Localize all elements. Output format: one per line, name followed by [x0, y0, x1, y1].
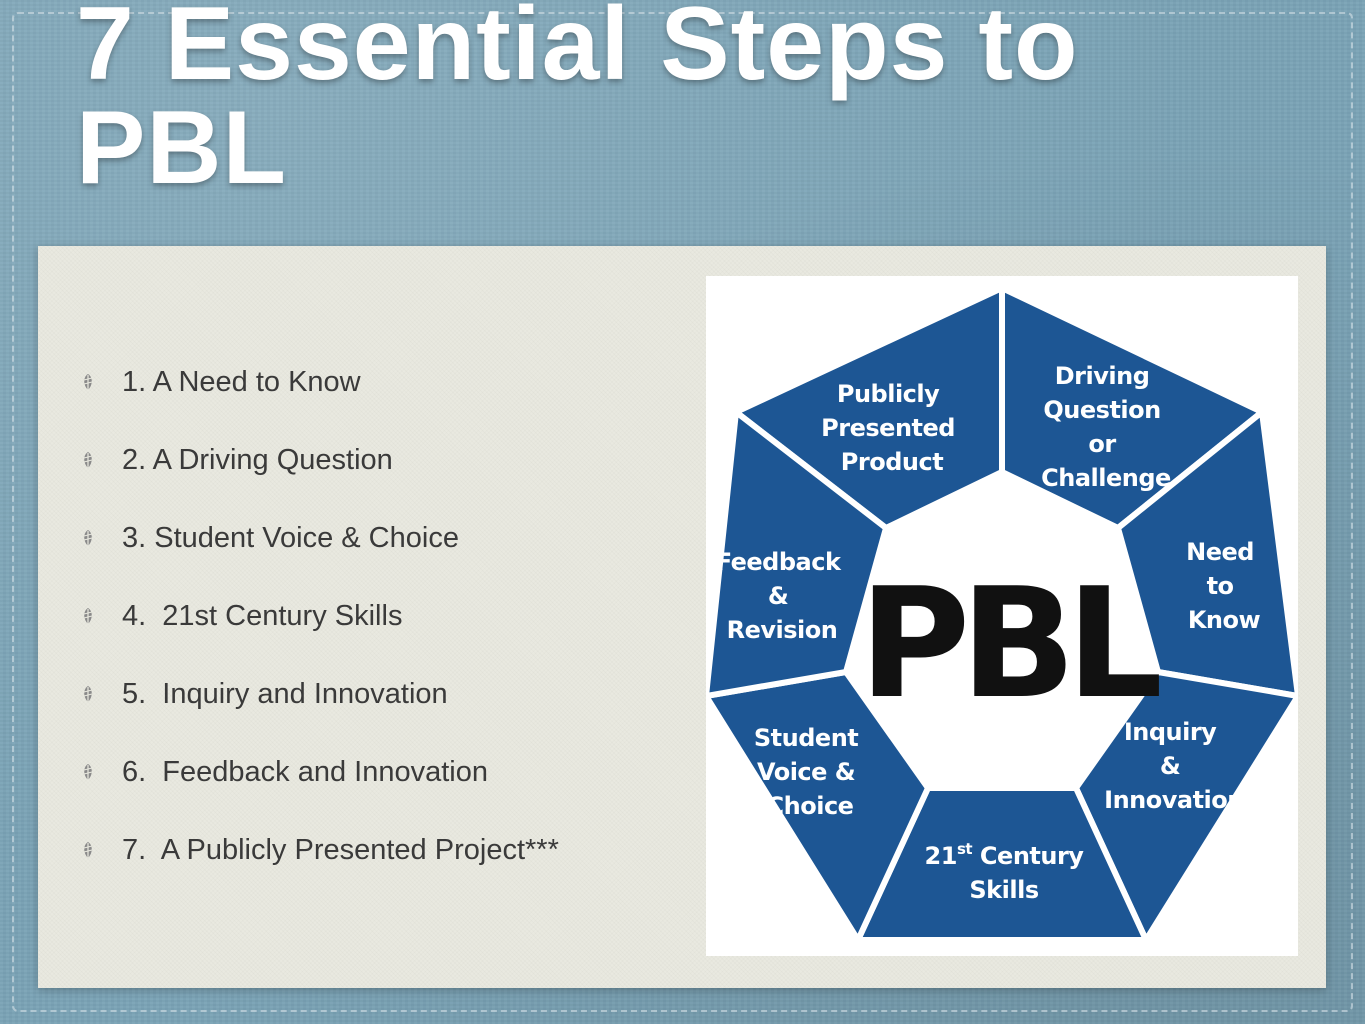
feather-bullet-icon	[83, 764, 93, 780]
bullet-item-1: 1. A Need to Know	[80, 360, 361, 438]
bullet-text: 2. A Driving Question	[122, 444, 393, 476]
bullet-text: 6. Feedback and Innovation	[122, 756, 488, 788]
segment-label: Skills	[969, 876, 1038, 904]
bullet-item-4: 4. 21st Century Skills	[80, 594, 402, 672]
bullet-text: 1. A Need to Know	[122, 366, 361, 398]
center-heptagon	[843, 469, 1161, 790]
bullet-item-3: 3. Student Voice & Choice	[80, 516, 459, 594]
feather-bullet-icon	[83, 842, 93, 858]
pbl-heptagon-diagram: PBL Publicly Presented Product Driving Q…	[706, 283, 1298, 947]
segment-label: Driving Question or Challenge	[1041, 362, 1171, 492]
pbl-diagram: PBL Publicly Presented Product Driving Q…	[706, 276, 1298, 956]
bullet-item-5: 5. Inquiry and Innovation	[80, 672, 448, 750]
feather-bullet-icon	[83, 608, 93, 624]
slide-title: 7 Essential Steps to PBL	[76, 0, 1276, 200]
segment-label: 21st Century	[925, 840, 1085, 870]
bullet-text: 3. Student Voice & Choice	[122, 522, 459, 554]
slide-title-line-2: PBL	[76, 90, 287, 206]
steps-bullet-list: 1. A Need to Know 2. A Driving Question …	[80, 360, 559, 906]
bullet-text: 5. Inquiry and Innovation	[122, 678, 448, 710]
bullet-item-7: 7. A Publicly Presented Project***	[80, 828, 559, 906]
slide-title-line-1: 7 Essential Steps to	[76, 0, 1079, 102]
segment-label: Inquiry & Innovation	[1104, 718, 1244, 814]
segment-label: Student Voice & Choice	[754, 724, 866, 820]
feather-bullet-icon	[83, 686, 93, 702]
bullet-item-2: 2. A Driving Question	[80, 438, 393, 516]
feather-bullet-icon	[83, 374, 93, 390]
segment-label: Need to Know	[1186, 538, 1262, 634]
segment-label: Publicly Presented Product	[821, 380, 963, 476]
feather-bullet-icon	[83, 530, 93, 546]
segment-label: Feedback & Revision	[716, 548, 849, 644]
bullet-text: 7. A Publicly Presented Project***	[122, 834, 559, 866]
bullet-text: 4. 21st Century Skills	[122, 600, 403, 632]
center-pbl-label: PBL	[859, 555, 1159, 732]
feather-bullet-icon	[83, 452, 93, 468]
bullet-item-6: 6. Feedback and Innovation	[80, 750, 488, 828]
